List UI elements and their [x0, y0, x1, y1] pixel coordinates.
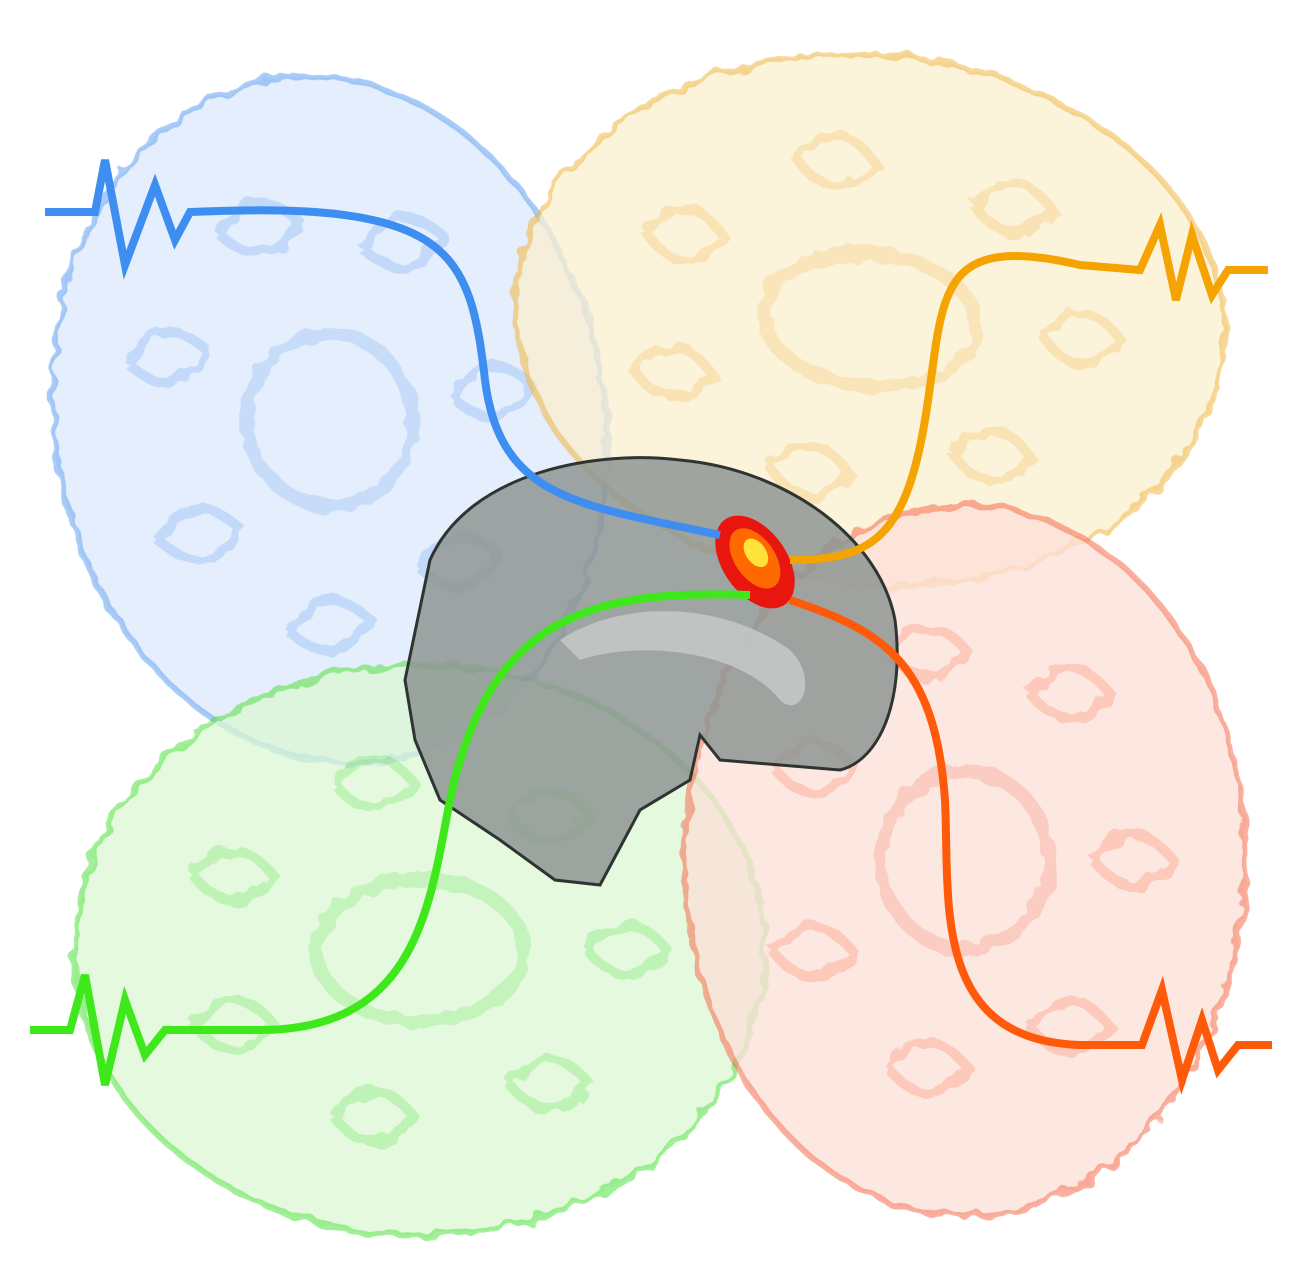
yellow-signal-trace [789, 212, 1268, 564]
corpus-callosum [560, 611, 806, 706]
green-signal-trace [30, 590, 751, 1086]
orange-signal-trace [788, 596, 1272, 1095]
blue-signal-trace [45, 159, 721, 539]
activation-hotspot [715, 515, 795, 609]
yellow-brain-slice [512, 51, 1228, 589]
